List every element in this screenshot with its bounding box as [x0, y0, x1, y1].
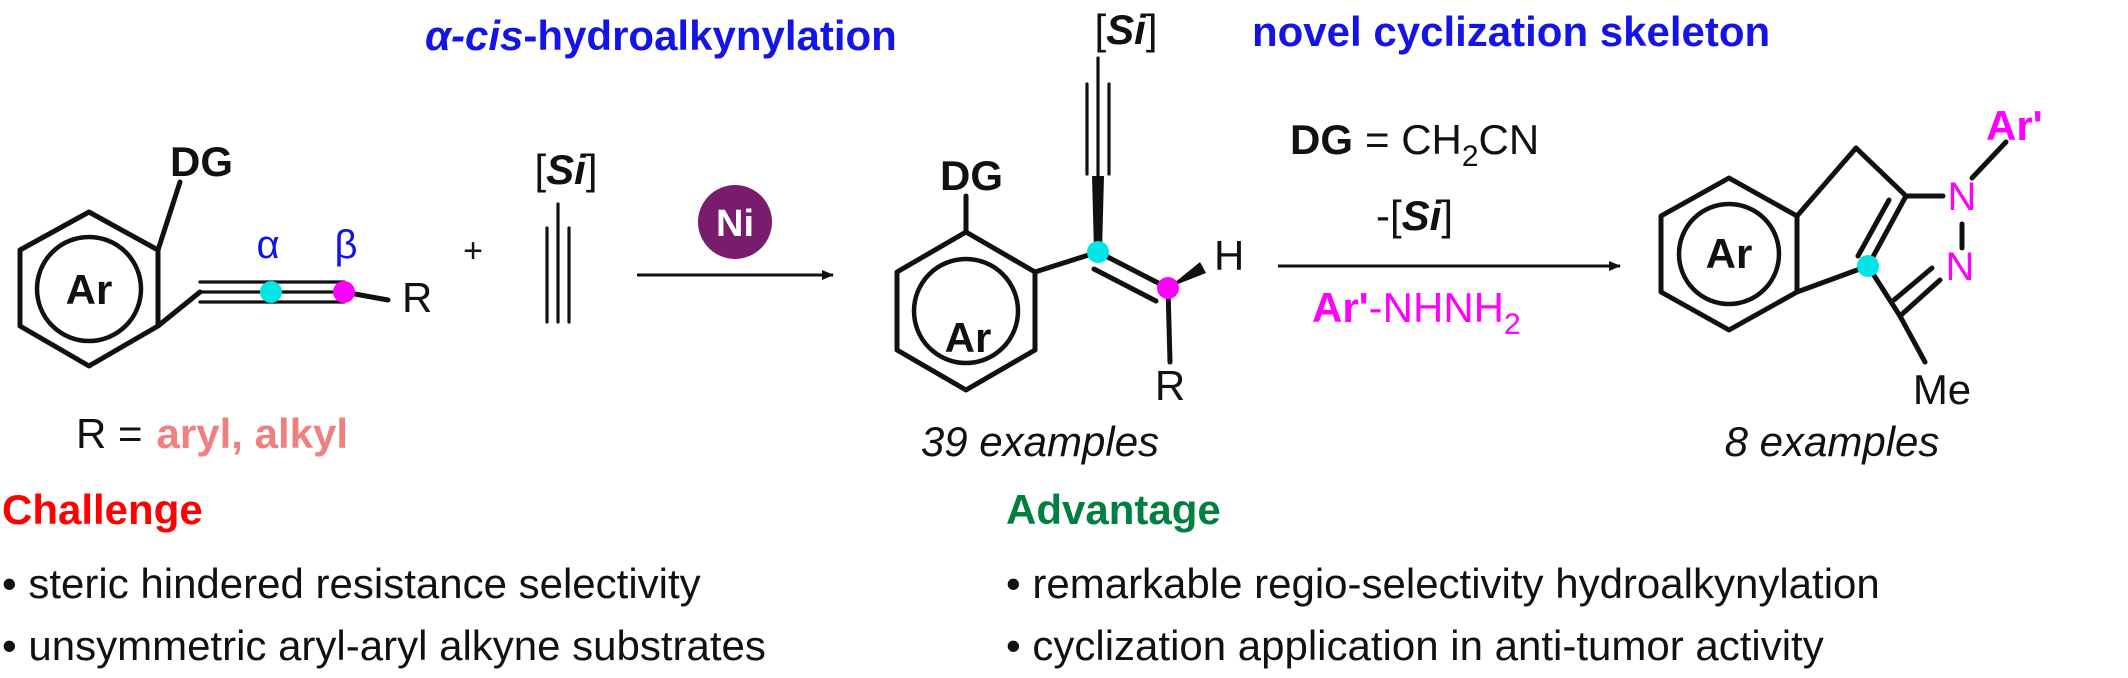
beta-label: β — [334, 223, 357, 267]
directing-group-label: DG — [170, 138, 233, 185]
enyne-product-structure: Ar DG H R [Si] — [894, 6, 1244, 409]
beta-carbon-marker — [1157, 277, 1179, 299]
dg-definition: DG= CH2CN — [1290, 116, 1539, 173]
challenge-title: Challenge — [2, 486, 203, 533]
silyl-label: [Si] — [1094, 6, 1157, 53]
header-hydroalkynylation: α-cis-hydroalkynylation — [425, 12, 897, 59]
aryl-label: Ar — [945, 314, 992, 361]
pyrazole-n2-label: N — [1946, 245, 1975, 289]
aryl-label: Ar — [66, 266, 113, 313]
advantage-item-2: • cyclization application in anti-tumor … — [1006, 622, 1824, 669]
middle-examples-count: 39 examples — [921, 418, 1159, 465]
header-hydroalkynylation-text: -hydroalkynylation — [523, 12, 896, 59]
challenge-item-1: • steric hindered resistance selectivity — [2, 560, 701, 607]
hydrogen-label: H — [1214, 232, 1244, 279]
header-alpha-cis: α-cis — [425, 12, 523, 59]
indenopyrazole-structure: Ar N N Ar' Me — [1658, 102, 2043, 413]
alpha-label: α — [256, 223, 279, 267]
alpha-carbon-marker — [260, 281, 282, 303]
r-definition: R =aryl, alkyl — [76, 410, 348, 457]
challenge-item-2: • unsymmetric aryl-aryl alkyne substrate… — [2, 622, 766, 669]
r-substituent-label: R — [1155, 362, 1185, 409]
starting-alkyne-structure: Ar DG α β R — [17, 138, 432, 369]
advantage-item-1: • remarkable regio-selectivity hydroalky… — [1006, 560, 1880, 607]
aryl-prime-label: Ar' — [1986, 102, 2043, 149]
nickel-circle — [698, 185, 772, 259]
nickel-label: Ni — [716, 203, 754, 245]
silyl-label: [Si] — [534, 146, 597, 193]
wedge-bond — [1168, 262, 1206, 288]
alpha-carbon-marker — [1857, 255, 1879, 277]
directing-group-label: DG — [940, 152, 1003, 199]
aromatic-circle — [34, 234, 144, 344]
pyrazole-n1-label: N — [1948, 175, 1977, 219]
advantage-title: Advantage — [1006, 486, 1221, 533]
aromatic-circle — [1676, 201, 1782, 307]
header-cyclization-skeleton: novel cyclization skeleton — [1252, 8, 1770, 55]
wedge-bond — [1092, 176, 1104, 252]
silyl-alkyne-structure: [Si] — [534, 146, 598, 324]
cyclization-conditions: DG= CH2CN -[Si] Ar'-NHNH2 — [1278, 116, 1621, 341]
desilylation-label: -[Si] — [1376, 192, 1453, 239]
alpha-carbon-marker — [1087, 241, 1109, 263]
right-examples-count: 8 examples — [1725, 418, 1940, 465]
benzene-ring — [894, 229, 1038, 393]
nickel-catalyst: Ni — [698, 185, 772, 259]
plus-sign: + — [463, 232, 483, 270]
hydrazine-reagent: Ar'-NHNH2 — [1312, 284, 1521, 341]
aromatic-circle — [911, 256, 1021, 366]
aryl-label: Ar — [1706, 230, 1753, 277]
methyl-label: Me — [1913, 366, 1971, 413]
beta-carbon-marker — [333, 281, 355, 303]
r-substituent-label: R — [402, 274, 432, 321]
